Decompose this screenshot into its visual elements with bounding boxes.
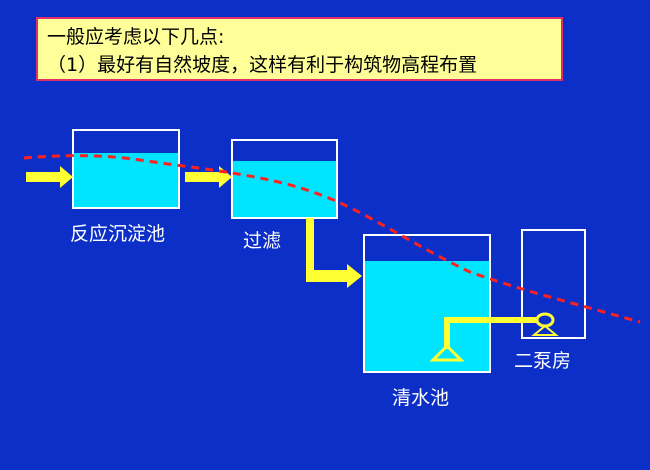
filter-outlet-pipe [306, 218, 362, 288]
pump-house-label: 二泵房 [514, 350, 572, 372]
pump-icon [531, 312, 559, 336]
note-line-2: （1）最好有自然坡度，这样有利于构筑物高程布置 [47, 54, 478, 76]
note-line-1: 一般应考虑以下几点: [47, 26, 225, 48]
tank-3-label: 清水池 [392, 387, 450, 409]
clear-water-tank [363, 234, 491, 373]
reaction-sedimentation-tank [72, 129, 180, 209]
ground-slope-line [23, 154, 641, 324]
filter-tank [231, 139, 338, 219]
inlet-arrow [26, 166, 73, 188]
note-box: 一般应考虑以下几点: （1）最好有自然坡度，这样有利于构筑物高程布置 [36, 17, 563, 81]
tank-2-label: 过滤 [243, 230, 282, 252]
tank-1-label: 反应沉淀池 [70, 223, 166, 245]
suction-pipe [429, 317, 537, 362]
